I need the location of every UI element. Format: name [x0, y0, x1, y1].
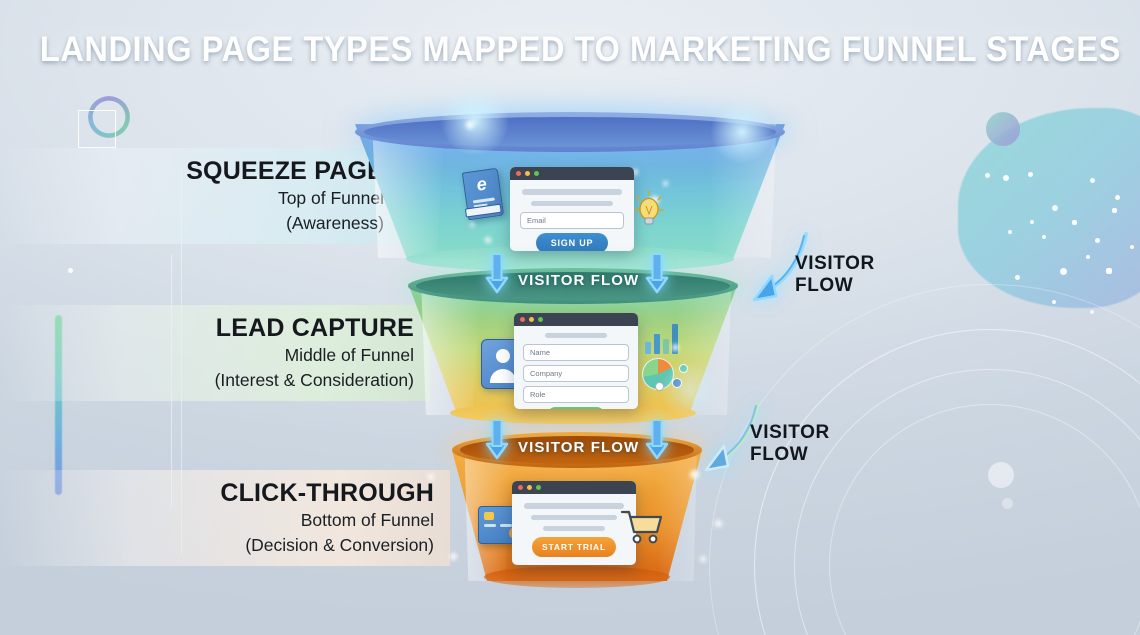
visitor-flow-curved-arrow-lower — [694, 398, 766, 489]
landing-page-mockup-click-through: START TRIAL — [512, 481, 636, 565]
company-field[interactable]: Company — [523, 365, 629, 382]
gradient-blob-decor — [958, 108, 1140, 308]
email-field[interactable]: Email — [520, 212, 624, 229]
stage-label-lead-capture: LEAD CAPTURE Middle of Funnel (Interest … — [0, 305, 430, 401]
stage-label-squeeze-page: SQUEEZE PAGE Top of Funnel (Awareness) — [0, 148, 400, 244]
landing-page-mockup-lead: Name Company Role FORM — [514, 313, 638, 409]
page-title: LANDING PAGE TYPES MAPPED TO MARKETING F… — [39, 30, 1121, 69]
stage-subline: Middle of Funnel — [284, 345, 414, 366]
down-arrow-icon-left-top — [484, 253, 510, 298]
lightbulb-icon — [634, 190, 664, 228]
stage-parenthetical: (Awareness) — [286, 213, 384, 233]
down-arrow-icon-right-bottom — [644, 419, 670, 464]
stage-label-click-through: CLICK-THROUGH Bottom of Funnel (Decision… — [0, 470, 450, 566]
stage-headline: SQUEEZE PAGE — [186, 157, 384, 186]
gradient-ring-icon — [88, 96, 130, 138]
browser-titlebar — [514, 313, 638, 326]
stage-headline: CLICK-THROUGH — [220, 479, 434, 508]
visitor-flow-side-label-upper: VISITOR FLOW — [795, 253, 875, 297]
stage-subline: Bottom of Funnel — [300, 510, 434, 531]
stage-parenthetical: (Interest & Consideration) — [214, 370, 414, 390]
form-submit-button[interactable]: FORM — [547, 407, 605, 409]
soft-ball-decor-2 — [1002, 498, 1013, 509]
landing-page-mockup-squeeze: Email SIGN UP — [510, 167, 634, 251]
gradient-circle-decor — [986, 112, 1020, 146]
visitor-flow-band-label-top: VISITOR FLOW — [518, 272, 640, 289]
browser-titlebar — [512, 481, 636, 494]
visitor-flow-curved-arrow-upper — [742, 228, 814, 319]
browser-titlebar — [510, 167, 634, 180]
name-field[interactable]: Name — [523, 344, 629, 361]
sign-up-button[interactable]: SIGN UP — [536, 233, 608, 251]
ebook-icon: e — [461, 167, 505, 221]
start-trial-button[interactable]: START TRIAL — [532, 537, 616, 557]
role-field[interactable]: Role — [523, 386, 629, 403]
square-outline-decor — [78, 110, 116, 148]
down-arrow-icon-right-top — [644, 253, 670, 298]
visitor-flow-side-label-lower: VISITOR FLOW — [750, 422, 830, 466]
visitor-flow-band-label-bottom: VISITOR FLOW — [518, 439, 640, 456]
stage-headline: LEAD CAPTURE — [215, 314, 414, 343]
stage-subline: Top of Funnel — [277, 188, 384, 209]
soft-ball-decor — [988, 462, 1014, 488]
bar-chart-icon — [645, 322, 678, 354]
shopping-cart-icon — [620, 508, 664, 546]
stage-parenthetical: (Decision & Conversion) — [245, 535, 434, 555]
down-arrow-icon-left-bottom — [484, 419, 510, 464]
